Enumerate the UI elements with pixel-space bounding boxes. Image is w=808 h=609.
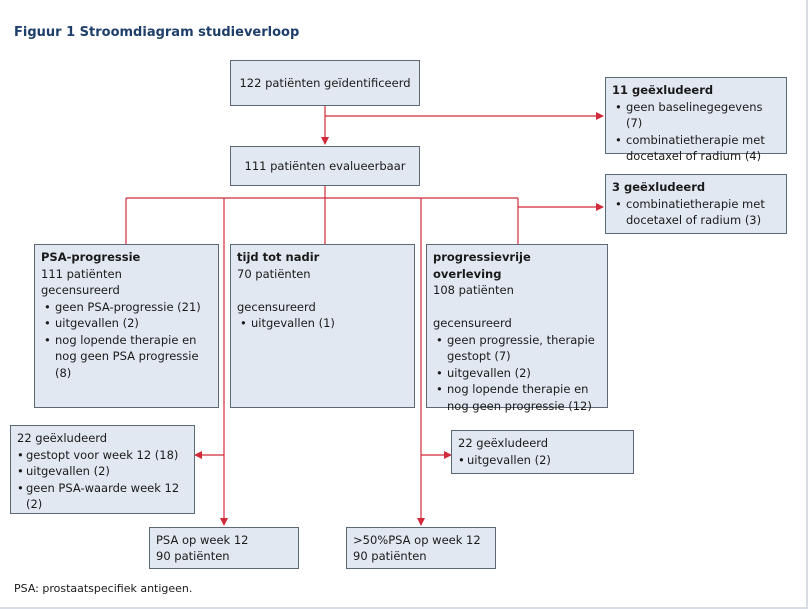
- spacer: [237, 282, 408, 299]
- time-nadir-heading: tijd tot nadir: [237, 250, 320, 264]
- box-excluded-3: 22 geëxludeerd gestopt voor week 12 (18)…: [10, 425, 195, 514]
- evaluable-label: 111 patiënten evalueerbaar: [244, 159, 406, 173]
- list-item: gestopt voor week 12 (18): [17, 447, 188, 464]
- time-nadir-list: uitgevallen (1): [237, 315, 408, 332]
- spacer: [433, 299, 601, 316]
- psa-progression-list: geen PSA-progressie (21) uitgevallen (2)…: [41, 299, 212, 382]
- box-excluded-2: 3 geëxludeerd combinatietherapie met doc…: [605, 174, 787, 234]
- box-excluded-4: 22 geëxludeerd uitgevallen (2): [451, 430, 634, 474]
- box-psa-progression: PSA-progressie 111 patiënten gecensureer…: [34, 244, 219, 408]
- psa-progression-censored: gecensureerd: [41, 283, 120, 297]
- box-psa-week12: PSA op week 12 90 patiënten: [149, 527, 299, 569]
- time-nadir-censored: gecensureerd: [237, 299, 316, 314]
- box-identified: 122 patiënten geïdentificeerd: [230, 60, 420, 106]
- identified-label: 122 patiënten geïdentificeerd: [239, 76, 411, 90]
- excluded3-heading: 22 geëxludeerd: [17, 431, 108, 445]
- list-item: uitgevallen (1): [237, 315, 408, 332]
- list-item: geen progressie, therapie gestopt (7): [433, 332, 601, 365]
- pfs-list: geen progressie, therapie gestopt (7) ui…: [433, 332, 601, 415]
- list-item: nog lopende therapie en nog geen PSA pro…: [41, 332, 212, 382]
- list-item: uitgevallen (2): [17, 463, 188, 480]
- box-psa50-week12: >50%PSA op week 12 90 patiënten: [346, 527, 496, 569]
- excluded4-heading: 22 geëxludeerd: [458, 436, 549, 450]
- excluded3-list: gestopt voor week 12 (18) uitgevallen (2…: [17, 447, 188, 513]
- list-item: uitgevallen (2): [458, 452, 627, 469]
- excluded1-list: geen baselinegegevens (7) combinatiether…: [612, 99, 780, 165]
- time-nadir-patients: 70 patiënten: [237, 266, 311, 281]
- list-item: geen PSA-waarde week 12 (2): [17, 480, 188, 513]
- psa-progression-heading: PSA-progressie: [41, 250, 141, 264]
- pfs-heading: progressievrije overleving: [433, 250, 531, 281]
- list-item: nog lopende therapie en nog geen progres…: [433, 381, 601, 414]
- box-evaluable: 111 patiënten evalueerbaar: [230, 146, 420, 186]
- excluded2-list: combinatietherapie met docetaxel of radi…: [612, 196, 780, 229]
- list-item: combinatietherapie met docetaxel of radi…: [612, 132, 780, 165]
- pfs-censored: gecensureerd: [433, 316, 512, 330]
- box-excluded-1: 11 geëxludeerd geen baselinegegevens (7)…: [605, 77, 787, 163]
- excluded1-heading: 11 geëxludeerd: [612, 83, 714, 97]
- pfs-patients: 108 patiënten: [433, 283, 514, 297]
- psa50-week12-heading: >50%PSA op week 12: [353, 533, 481, 547]
- footnote: PSA: prostaatspecifiek antigeen.: [14, 582, 193, 595]
- psa-week12-heading: PSA op week 12: [156, 533, 249, 547]
- psa50-week12-patients: 90 patiënten: [353, 549, 427, 563]
- list-item: uitgevallen (2): [433, 365, 601, 382]
- box-progression-free-survival: progressievrije overleving 108 patiënten…: [426, 244, 608, 413]
- list-item: geen baselinegegevens (7): [612, 99, 780, 132]
- box-time-to-nadir: tijd tot nadir 70 patiënten gecensureerd…: [230, 244, 415, 408]
- figure-title: Figuur 1 Stroomdiagram studieverloop: [14, 25, 300, 40]
- list-item: geen PSA-progressie (21): [41, 299, 212, 316]
- list-item: combinatietherapie met docetaxel of radi…: [612, 196, 780, 229]
- psa-progression-patients: 111 patiënten: [41, 266, 122, 281]
- list-item: uitgevallen (2): [41, 315, 212, 332]
- psa-week12-patients: 90 patiënten: [156, 549, 230, 563]
- excluded4-list: uitgevallen (2): [458, 452, 627, 469]
- excluded2-heading: 3 geëxludeerd: [612, 180, 706, 194]
